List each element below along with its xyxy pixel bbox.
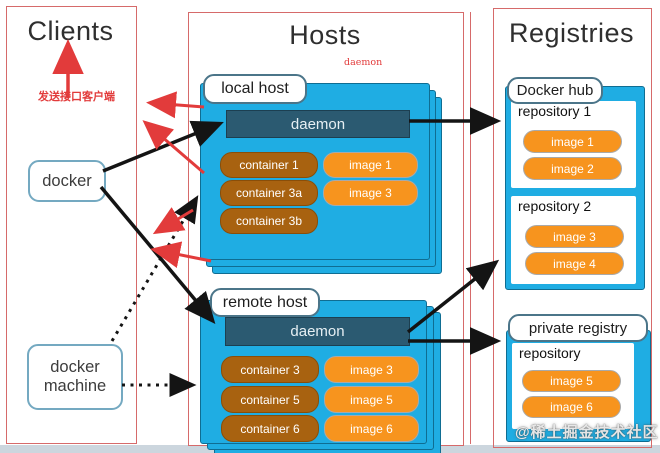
repository-1-name: repository 1 <box>518 103 592 119</box>
remote-image-5-label: image 5 <box>350 392 393 407</box>
remote-daemon-bar: daemon <box>225 317 410 346</box>
local-container-3b-label: container 3b <box>235 214 303 228</box>
docker-label: docker <box>42 171 92 190</box>
clients-title: Clients <box>27 16 114 46</box>
repository-1-box: repository 1 image 1 image 2 <box>511 101 636 188</box>
local-image-3: image 3 <box>323 180 418 206</box>
private-image-6-label: image 6 <box>550 400 593 414</box>
local-host-tab: local host <box>203 74 307 104</box>
local-image-3-label: image 3 <box>349 186 392 200</box>
private-image-5: image 5 <box>522 370 621 392</box>
private-image-5-label: image 5 <box>550 374 593 388</box>
docker-hub-tab-label: Docker hub <box>516 82 594 99</box>
hub-image-3-label: image 3 <box>553 229 596 244</box>
watermark: @稀土掘金技术社区 <box>515 424 659 441</box>
hub-image-1-label: image 1 <box>551 134 594 149</box>
registries-title: Registries <box>508 18 635 48</box>
daemon-note: daemon <box>344 57 383 68</box>
hosts-title: Hosts <box>289 20 361 50</box>
hub-image-4-label: image 4 <box>553 256 596 271</box>
local-host-tab-label: local host <box>221 80 289 97</box>
local-daemon-label: daemon <box>290 115 346 133</box>
local-image-1: image 1 <box>323 152 418 178</box>
remote-container-3-label: container 3 <box>240 362 300 377</box>
remote-container-5-label: container 5 <box>240 392 300 407</box>
send-api-client-note: 发送接口客户端 <box>38 91 115 103</box>
remote-container-5: container 5 <box>221 386 319 413</box>
remote-image-5: image 5 <box>324 386 419 413</box>
private-repository-name: repository <box>519 345 581 361</box>
hub-image-2: image 2 <box>523 157 622 180</box>
local-container-1: container 1 <box>220 152 318 178</box>
docker-hub-tab: Docker hub <box>507 77 603 104</box>
remote-image-3-label: image 3 <box>350 362 393 377</box>
remote-host-tab-label: remote host <box>222 293 308 311</box>
private-registry-tab-label: private registry <box>528 319 628 337</box>
local-image-1-label: image 1 <box>349 158 392 172</box>
local-container-3a: container 3a <box>220 180 318 206</box>
repository-2-name: repository 2 <box>518 198 592 214</box>
local-container-3b: container 3b <box>220 208 318 234</box>
private-repository-box: repository image 5 image 6 <box>512 343 634 429</box>
repository-2-box: repository 2 image 3 image 4 <box>511 196 636 284</box>
remote-image-6-label: image 6 <box>350 421 393 436</box>
hub-image-1: image 1 <box>523 130 622 153</box>
remote-host-tab: remote host <box>210 288 320 317</box>
docker-machine-box: docker machine <box>27 344 123 410</box>
registries-frame <box>493 8 652 448</box>
hub-image-3: image 3 <box>525 225 624 248</box>
remote-daemon-label: daemon <box>290 323 345 340</box>
private-image-6: image 6 <box>522 396 621 418</box>
hosts-frame-extra-line <box>470 12 471 444</box>
remote-image-3: image 3 <box>324 356 419 383</box>
local-daemon-bar: daemon <box>226 110 410 138</box>
remote-container-6-label: container 6 <box>240 421 300 436</box>
private-registry-tab: private registry <box>508 314 648 342</box>
local-container-1-label: container 1 <box>239 158 299 172</box>
remote-container-6: container 6 <box>221 415 319 442</box>
remote-container-3: container 3 <box>221 356 319 383</box>
hub-image-2-label: image 2 <box>551 161 594 176</box>
docker-box: docker <box>28 160 106 202</box>
hub-image-4: image 4 <box>525 252 624 275</box>
local-container-3a-label: container 3a <box>235 186 303 200</box>
remote-image-6: image 6 <box>324 415 419 442</box>
docker-machine-label: docker machine <box>43 358 107 395</box>
